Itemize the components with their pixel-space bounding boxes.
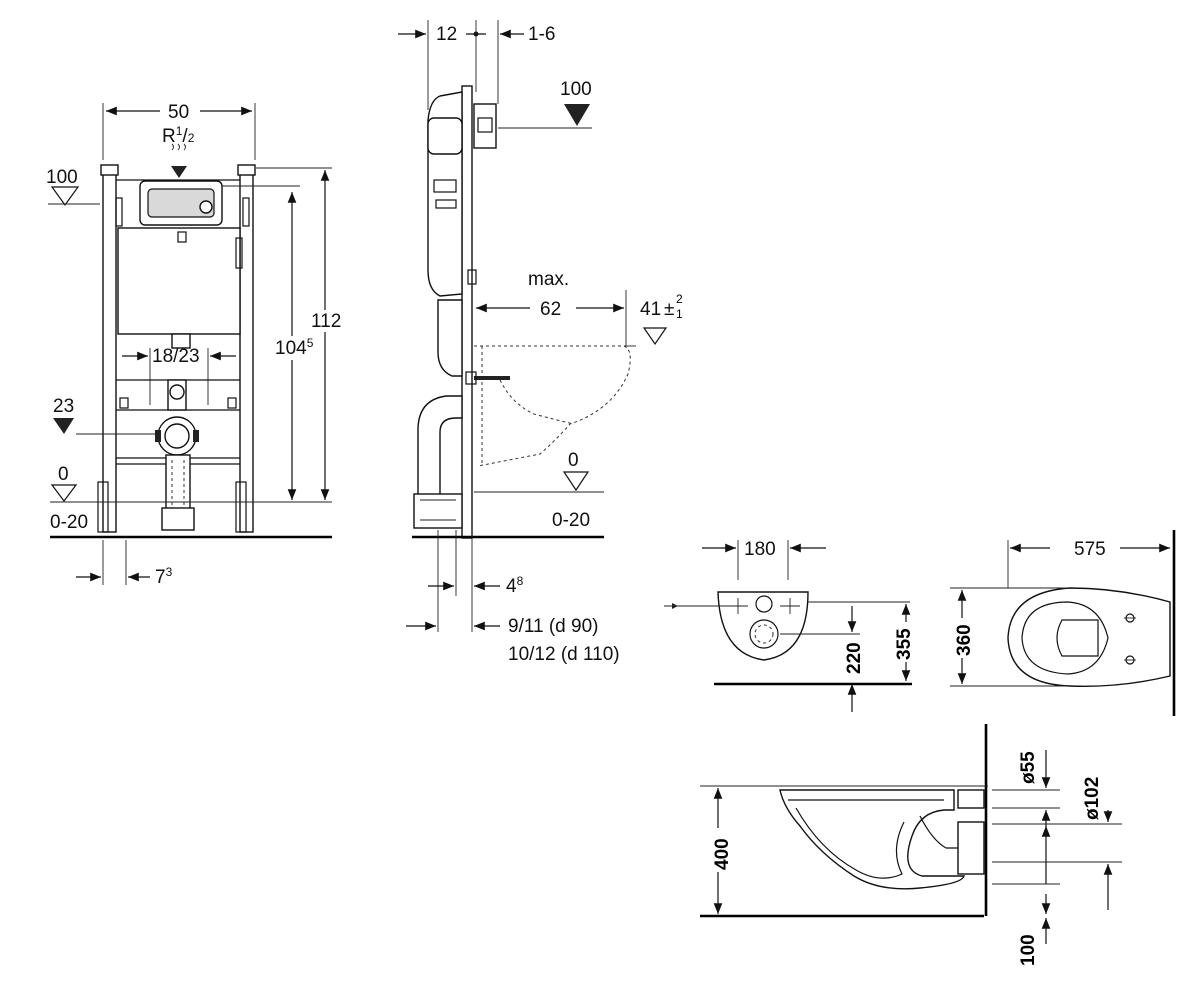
front-level-23-label: 23	[53, 396, 74, 417]
max-label: max.	[528, 269, 569, 290]
diameter-102-label: ø102	[1082, 777, 1103, 820]
tolerance-minus-label: 1	[676, 307, 683, 321]
side-level-100-label: 100	[560, 79, 592, 100]
rear-height-355-label: 355	[894, 628, 915, 660]
pipe-spacing-label: 18/23	[152, 346, 200, 367]
front-floor-range-label: 0-20	[50, 512, 88, 533]
side-level-marker-100-icon	[564, 104, 590, 126]
tolerance-plus-label: 2	[676, 292, 683, 306]
top-length-label: 575	[1074, 539, 1106, 560]
toilet-rear-view: 180 220 355	[664, 539, 916, 712]
side-view: 12 1-6 100 ma	[398, 20, 683, 665]
level-marker-100-icon	[50, 186, 80, 207]
front-view: 50 R1/2 100 18/23	[46, 102, 344, 588]
flush-height-label: 1045	[275, 336, 314, 359]
front-level-100-label: 100	[46, 167, 78, 188]
side-depth-1-6-label: 1-6	[528, 24, 555, 45]
seat-level-marker-icon	[642, 327, 668, 346]
level-marker-0-icon	[50, 484, 78, 502]
side-floor-range-label: 0-20	[552, 510, 590, 531]
side-offset-100-label: 100	[1018, 934, 1039, 966]
toilet-top-view: 575 360	[946, 530, 1176, 716]
front-width-label: 50	[168, 102, 189, 123]
spacing-d110-label: 10/12 (d 110)	[508, 644, 620, 665]
side-depth-12-label: 12	[436, 24, 457, 45]
side-level-0-label: 0	[568, 450, 579, 471]
side-level-marker-0-icon	[562, 471, 590, 492]
offset-4-8-label: 48	[506, 574, 524, 597]
top-width-label: 360	[954, 624, 975, 656]
level-marker-23-icon	[53, 418, 74, 434]
water-symbol-icon	[171, 143, 186, 151]
diameter-55-label: ø55	[1018, 751, 1039, 784]
rear-width-label: 180	[744, 539, 776, 560]
toilet-side-view: 400 ø55 ø102 100	[700, 724, 1122, 966]
total-height-label: 112	[311, 311, 341, 332]
water-inlet-arrow-icon	[171, 166, 187, 178]
spacing-d90-label: 9/11 (d 90)	[508, 616, 598, 637]
side-height-400-label: 400	[712, 838, 733, 870]
water-connection-label: R1/2	[162, 124, 195, 147]
plus-minus-sign: ±	[664, 299, 674, 320]
rear-height-220-label: 220	[844, 642, 865, 674]
foot-offset-label: 73	[155, 565, 173, 588]
seat-level-label: 41	[640, 299, 661, 320]
front-level-0-label: 0	[58, 464, 69, 485]
max-depth-label: 62	[540, 299, 561, 320]
